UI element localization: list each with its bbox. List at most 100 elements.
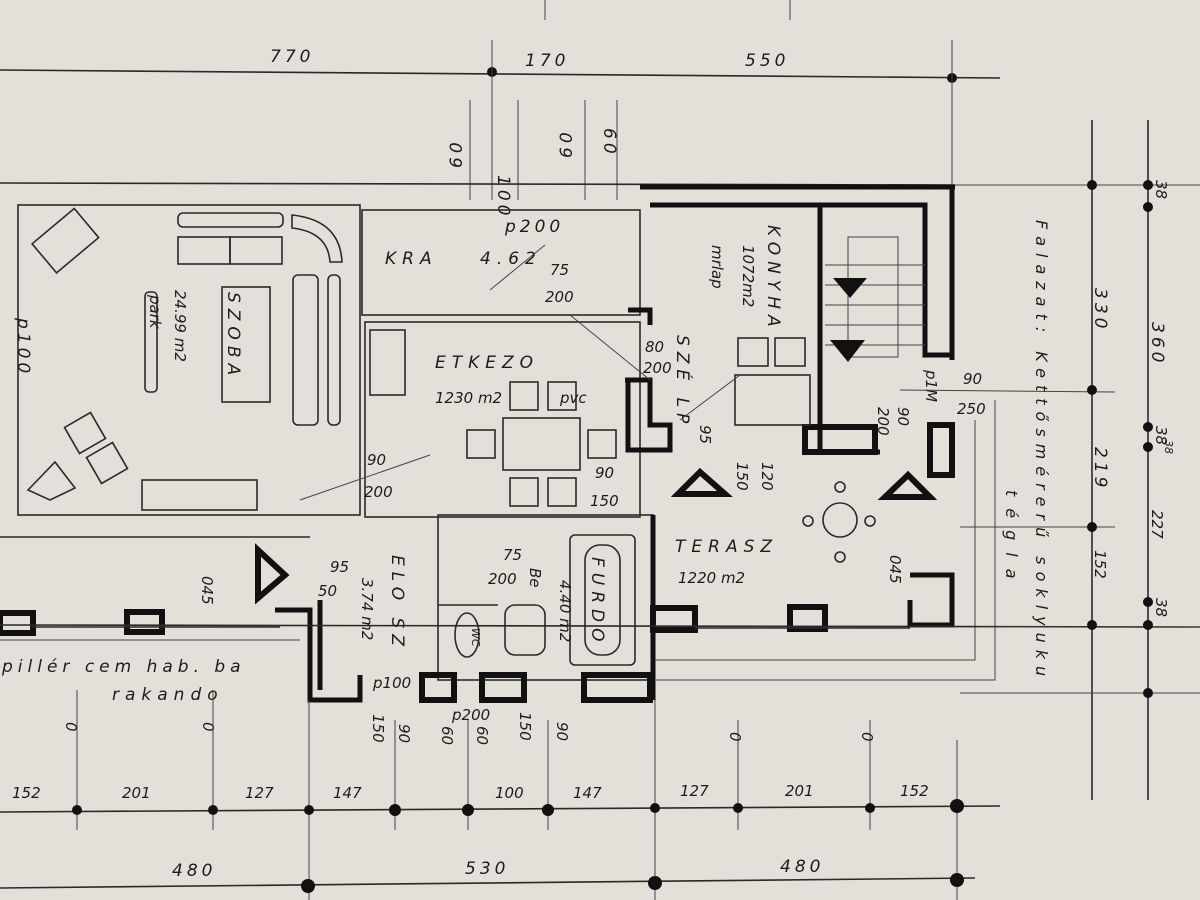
pillar-note-line1: pillér cem hab. ba <box>1 657 246 677</box>
dim-label: 60 <box>438 726 456 745</box>
bottom-dim: 201 <box>785 782 814 800</box>
dim-label: 75 <box>550 261 569 279</box>
right-dim: 38 <box>1162 440 1175 454</box>
stair-arrow-icon <box>830 340 865 362</box>
room-szoba-area: 24.99 m2 <box>171 290 189 362</box>
dim-label: 150 <box>733 462 751 491</box>
right-dim: 152 <box>1091 550 1109 579</box>
room-wc-name: WC <box>469 628 482 647</box>
bottom-dimension-lines: 152 201 127 147 100 147 127 201 152 480 … <box>0 690 1001 900</box>
top-dim-550: 550 <box>745 51 789 71</box>
bottom-dim-total: 480 <box>780 857 824 877</box>
room-furdo-area: 4.40 m2 <box>556 580 574 642</box>
dim-label: 90 <box>395 724 413 743</box>
right-dimension-lines: 330 219 152 360 227 38 38 38 38 Falazat:… <box>899 120 1200 800</box>
entrance-triangle-icon <box>877 470 938 500</box>
window-dim: 60 <box>599 128 619 158</box>
room-etkezo-area: 1230 m2 <box>435 389 502 407</box>
room-elosz-name: ELO SZ <box>387 555 407 652</box>
room-terasz-name: TERASZ <box>675 537 778 557</box>
dim-label: 045 <box>886 555 904 584</box>
right-dim: 38 <box>1152 180 1170 199</box>
axis-zero: 0 <box>726 732 744 742</box>
room-labels: SZOBA 24.99 m2 park KRA 4.62 ETKEZO 1230… <box>146 225 783 652</box>
bottom-dim-total: 480 <box>172 861 216 881</box>
furniture <box>26 207 938 666</box>
right-dim: 360 <box>1147 322 1167 366</box>
dim-label: 150 <box>516 712 534 741</box>
bottom-dim: 147 <box>333 784 362 802</box>
dim-label: 200 <box>364 483 393 501</box>
dim-label: p100 <box>372 674 411 692</box>
bottom-dim: 147 <box>573 784 602 802</box>
right-dim: 219 <box>1090 447 1110 491</box>
dim-label: 200 <box>488 570 517 588</box>
bottom-dim: 152 <box>12 784 41 802</box>
entrance-triangle-icon <box>255 543 290 605</box>
dim-label: 95 <box>330 558 349 576</box>
pillar-note: pillér cem hab. ba rakando <box>1 657 246 705</box>
right-dim: 227 <box>1148 510 1166 539</box>
room-kamra-name: KRA <box>385 249 438 269</box>
dim-label: 200 <box>643 359 672 377</box>
dim-label: 150 <box>369 714 387 743</box>
room-etkezo-name: ETKEZO <box>435 353 539 373</box>
masonry-note: Falazat: Kettősmérerű soklyuku <box>1032 220 1051 683</box>
entrance-triangle-icon <box>670 467 733 497</box>
dim-label: p100 <box>13 317 33 377</box>
dim-label: 250 <box>957 400 986 418</box>
room-etkezo-floor: pvc <box>559 389 587 407</box>
dim-label: p200 <box>504 217 564 237</box>
room-szel-name: SZÉ LP <box>672 335 694 429</box>
room-konyha-area: 1072m2 <box>739 245 757 307</box>
window-dim: 60 <box>557 128 577 158</box>
right-dim: 38 <box>1152 426 1170 445</box>
dim-label: 150 <box>590 492 619 510</box>
dim-label: 80 <box>645 338 664 356</box>
staircase <box>825 236 925 362</box>
dim-label: 200 <box>545 288 574 306</box>
room-szoba-floor: park <box>146 294 164 330</box>
stair-arrow-icon <box>833 278 867 298</box>
window-dim: 100 <box>493 175 513 219</box>
top-dim-770: 770 <box>270 47 314 67</box>
room-furdo-name: FURDO <box>587 557 607 648</box>
room-konyha-name: KONYHA <box>763 225 783 333</box>
dim-label: p200 <box>451 706 490 724</box>
room-elosz-area: 3.74 m2 <box>358 578 376 640</box>
room-konyha-floor: mrlap <box>708 245 726 289</box>
bottom-dim: 127 <box>245 784 274 802</box>
right-dim: 330 <box>1090 288 1110 332</box>
window-dim: 60 <box>447 138 467 168</box>
opening-dimensions: p200 75 200 80 200 90 200 90 150 95 120 … <box>13 217 986 745</box>
bottom-dim: 152 <box>900 782 929 800</box>
top-dimension-line: 770 170 550 60 100 60 60 <box>0 0 1001 219</box>
bottom-dim: 100 <box>495 784 524 802</box>
dim-label: 90 <box>595 464 614 482</box>
bottom-dim: 127 <box>680 782 709 800</box>
dim-label: 90 <box>894 407 912 426</box>
axis-zero: 0 <box>199 722 217 732</box>
dim-label: 120 <box>758 462 776 491</box>
axis-zero: 0 <box>62 722 80 732</box>
room-furdo-floor: Be <box>526 568 544 588</box>
dim-label: 60 <box>473 726 491 745</box>
walls <box>0 182 1200 703</box>
dim-label: 90 <box>367 451 386 469</box>
dim-label: 95 <box>696 425 714 444</box>
dim-label: 90 <box>553 722 571 741</box>
dim-label: 200 <box>874 407 892 436</box>
room-szoba-name: SZOBA <box>223 292 243 381</box>
pillar-note-line2: rakando <box>112 685 224 705</box>
dim-label: 90 <box>963 370 982 388</box>
right-dim: 38 <box>1152 598 1170 617</box>
room-kamra-area: 4.62 <box>480 249 542 269</box>
axis-zero: 0 <box>858 732 876 742</box>
room-terasz-area: 1220 m2 <box>678 569 745 587</box>
dim-label: p1M <box>922 369 940 402</box>
masonry-note: tégla <box>1002 490 1021 591</box>
bottom-dim-total: 530 <box>465 859 509 879</box>
bottom-dim: 201 <box>122 784 151 802</box>
dim-label: 045 <box>198 576 216 605</box>
